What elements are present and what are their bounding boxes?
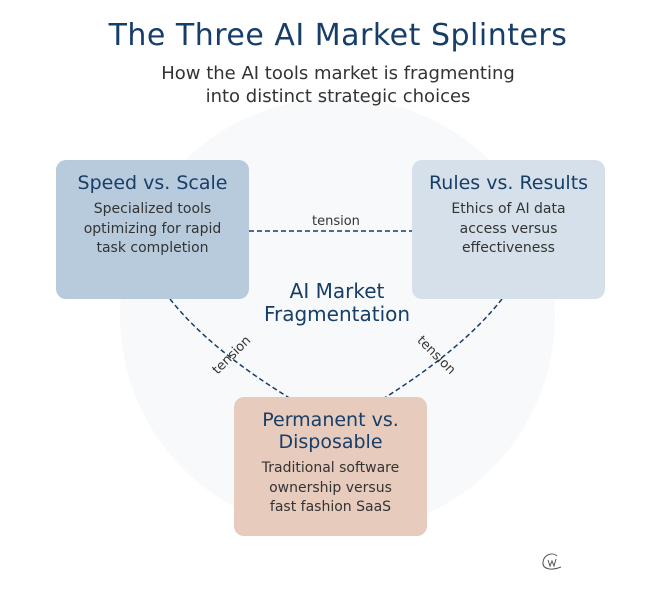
node-description: Traditional software ownership versus fa…: [234, 459, 427, 518]
edge-rules-perm: [377, 298, 503, 403]
title-line: Permanent vs.: [262, 409, 399, 431]
title-line: Disposable: [278, 431, 383, 453]
desc-line: optimizing for rapid: [83, 220, 222, 237]
desc-line: access versus: [459, 220, 558, 237]
desc-line: effectiveness: [462, 240, 555, 256]
node-description: Specialized tools optimizing for rapid t…: [56, 200, 249, 259]
subtitle-line-2: into distinct strategic choices: [205, 86, 471, 107]
page-title: The Three AI Market Splinters: [108, 18, 568, 53]
desc-line: ownership versus: [269, 479, 392, 496]
node-title: Rules vs. Results: [428, 172, 589, 194]
edge-speed-perm: [169, 298, 297, 403]
node-description: Ethics of AI data access versus effectiv…: [412, 200, 605, 259]
desc-line: Ethics of AI data: [451, 201, 566, 217]
desc-line: Specialized tools: [93, 201, 212, 217]
node-speed-vs-scale: Speed vs. Scale Specialized tools optimi…: [56, 160, 249, 299]
edge-label-speed-rules: tension: [312, 214, 360, 229]
center-label-line-2: Fragmentation: [263, 302, 411, 326]
center-label: AI Market Fragmentation: [237, 280, 437, 326]
desc-line: task completion: [96, 240, 209, 256]
node-permanent-vs-disposable: Permanent vs. Disposable Traditional sof…: [234, 397, 427, 536]
desc-line: fast fashion SaaS: [269, 499, 392, 515]
subtitle-line-1: How the AI tools market is fragmenting: [161, 63, 515, 84]
node-title: Speed vs. Scale: [77, 172, 228, 194]
desc-line: Traditional software: [261, 460, 400, 476]
signature-w-icon: [542, 553, 562, 570]
page-subtitle: How the AI tools market is fragmenting i…: [0, 62, 656, 108]
node-rules-vs-results: Rules vs. Results Ethics of AI data acce…: [412, 160, 605, 299]
node-title: Permanent vs. Disposable: [234, 409, 427, 453]
center-label-line-1: AI Market: [289, 279, 385, 303]
